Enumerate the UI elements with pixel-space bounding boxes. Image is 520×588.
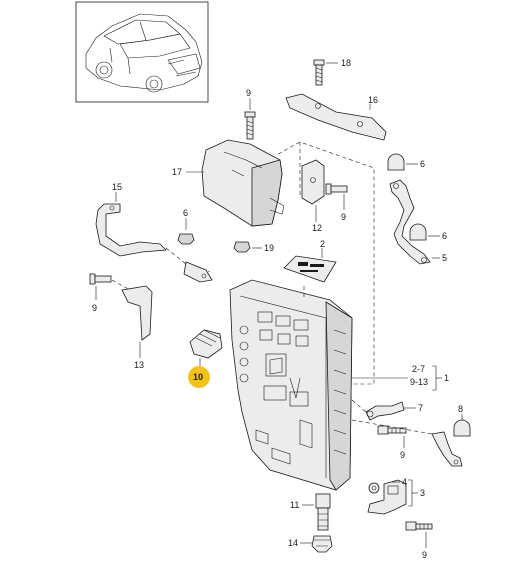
bolt-9-top — [244, 111, 256, 140]
cap-8 — [453, 419, 471, 437]
label-13: 13 — [134, 360, 144, 370]
label-9-mid: 9 — [341, 212, 346, 222]
plug-14 — [311, 535, 333, 553]
label-4: 4 — [402, 477, 407, 487]
label-16: 16 — [368, 95, 378, 105]
label-6-left: 6 — [183, 208, 188, 218]
nut-19 — [233, 241, 251, 253]
bracket-13 — [121, 285, 153, 341]
label-9-lower: 9 — [400, 450, 405, 460]
label-18: 18 — [341, 58, 351, 68]
bracket-16 — [285, 93, 387, 141]
label-6-mid-right: 6 — [442, 231, 447, 241]
cap-6-mid — [409, 223, 427, 241]
sleeve-11 — [315, 493, 331, 531]
bolt-9-left — [89, 273, 112, 285]
label-2: 2 — [320, 239, 325, 249]
highlight-badge-10[interactable] — [188, 366, 210, 388]
connector-10 — [189, 329, 223, 359]
label-12: 12 — [312, 223, 322, 233]
car-thumbnail — [75, 1, 209, 103]
bolt-9-lower — [377, 425, 407, 435]
cable-terminal-left — [183, 261, 213, 283]
clip-4 — [368, 482, 380, 494]
label-17: 17 — [172, 167, 182, 177]
label-7: 7 — [418, 403, 423, 413]
label-15: 15 — [112, 182, 122, 192]
cable-5 — [389, 179, 431, 265]
label-1: 1 — [444, 373, 449, 383]
bolt-18 — [313, 59, 325, 86]
control-unit-1 — [229, 279, 353, 491]
label-2-7: 2-7 — [412, 364, 425, 374]
label-3: 3 — [420, 488, 425, 498]
label-11: 11 — [290, 500, 299, 510]
cable-8 — [431, 431, 463, 467]
label-plate-2 — [283, 255, 337, 283]
label-9-bottom: 9 — [422, 550, 427, 560]
label-9-13: 9-13 — [410, 377, 428, 387]
cap-6-top — [387, 153, 405, 171]
label-6-top-right: 6 — [420, 159, 425, 169]
label-9-left: 9 — [92, 303, 97, 313]
bolt-9-mid — [325, 183, 348, 195]
label-10: 10 — [193, 372, 203, 382]
label-8: 8 — [458, 404, 463, 414]
cover-17 — [201, 139, 285, 227]
label-5: 5 — [442, 253, 447, 263]
label-19: 19 — [264, 243, 274, 253]
label-9-top: 9 — [246, 88, 251, 98]
label-14: 14 — [288, 538, 298, 548]
pipe-7 — [365, 401, 405, 421]
cable-15 — [95, 203, 167, 257]
sensor-3 — [367, 479, 407, 515]
nut-6-left — [177, 233, 195, 245]
bolt-9-bottom — [405, 521, 433, 531]
bracket-12 — [301, 159, 325, 205]
